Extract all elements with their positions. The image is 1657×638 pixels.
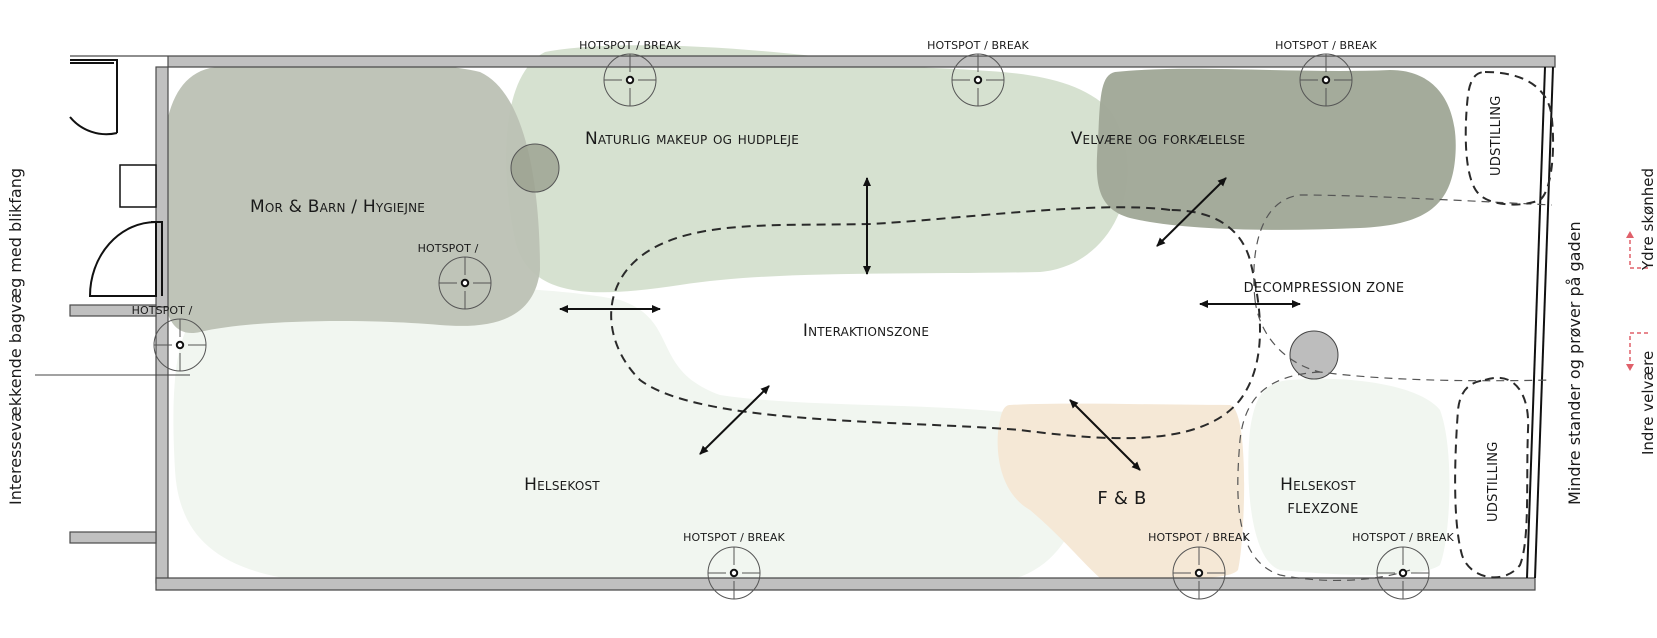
side-label-back-wall: Interessevækkende bagvæg med blikfang	[6, 168, 25, 505]
hotspot-label: HOTSPOT / BREAK	[683, 531, 785, 544]
zone-label-helsekost-flex: Helsekost	[1280, 475, 1356, 495]
hotspot-label: HOTSPOT /	[132, 304, 193, 317]
hotspot-marker: HOTSPOT / BREAK	[1148, 531, 1250, 600]
legend-outer-label: Ydre skønhed	[1639, 168, 1657, 271]
hotspot-marker: HOTSPOT / BREAK	[927, 39, 1029, 107]
arrow-diagonal-velvaere	[1156, 177, 1227, 247]
zone-label-fb: F & B	[1097, 488, 1146, 509]
hotspot-marker: HOTSPOT / BREAK	[579, 39, 681, 107]
arrow-diagonal-fb	[1069, 399, 1141, 471]
wall-bottom	[155, 577, 1536, 591]
front-glass-outer	[1534, 66, 1554, 579]
hotspot-center-icon	[1321, 75, 1331, 85]
zone-label-mor-barn: Mor & Barn / Hygiejne	[250, 197, 425, 217]
hotspot-marker: HOTSPOT /	[418, 242, 492, 310]
door-top	[69, 59, 118, 136]
hotspot-label: HOTSPOT / BREAK	[1148, 531, 1250, 544]
zone-helsekost-flex-shape	[1248, 378, 1450, 575]
hotspot-center-icon	[460, 278, 470, 288]
hotspot-center-icon	[1398, 568, 1408, 578]
legend-outer-arrow	[1626, 231, 1648, 269]
zone-naturlig-shape	[506, 45, 1128, 293]
fixture-box	[119, 164, 157, 208]
hotspot-center-icon	[973, 75, 983, 85]
hotspot-label: HOTSPOT / BREAK	[1352, 531, 1454, 544]
column-grey	[1289, 330, 1339, 380]
hotspot-marker: HOTSPOT /	[132, 304, 207, 372]
hotspot-center-icon	[625, 75, 635, 85]
arrow-diagonal-helsekost	[699, 385, 770, 455]
hotspot-center-icon	[729, 568, 739, 578]
zone-label-udstilling-top: UDSTILLING	[1489, 95, 1504, 176]
hotspot-label: HOTSPOT / BREAK	[927, 39, 1029, 52]
hotspot-center-icon	[1194, 568, 1204, 578]
zone-helsekost-shape	[173, 286, 1083, 585]
hotspot-marker: HOTSPOT / BREAK	[683, 531, 785, 600]
hotspot-marker: HOTSPOT / BREAK	[1275, 39, 1377, 107]
zone-label-interaktion: Interaktionszone	[803, 321, 929, 341]
hotspot-label: HOTSPOT /	[418, 242, 479, 255]
hotspot-label: HOTSPOT / BREAK	[579, 39, 681, 52]
udstilling-top-outline	[1464, 70, 1555, 206]
zone-label-velvaere: Velvære og forkælelse	[1071, 129, 1246, 149]
doors	[69, 59, 163, 297]
zone-label-naturlig: Naturlig makeup og hudpleje	[585, 129, 799, 149]
legend-inner-arrow	[1626, 332, 1648, 371]
hotspots: HOTSPOT / BREAK HOTSPOT / BREAK HOTSPOT / …	[132, 39, 1454, 600]
wall-stub-upper	[69, 304, 157, 317]
zone-sublabel-flexzone: FLEXZONE	[1287, 502, 1358, 517]
udstilling-bottom-outline	[1454, 377, 1530, 579]
circulation-decompression	[1237, 194, 1553, 582]
wall-top	[70, 55, 1556, 68]
column-dark	[510, 143, 560, 193]
door-mid	[88, 221, 163, 297]
wall-stub-lower	[69, 531, 157, 544]
front-glass-inner	[1526, 66, 1546, 579]
hotspot-label: HOTSPOT / BREAK	[1275, 39, 1377, 52]
hotspot-center-icon	[175, 340, 185, 350]
zone-label-helsekost: Helsekost	[524, 475, 600, 495]
zone-label-udstilling-bottom: UDSTILLING	[1486, 441, 1501, 522]
wall-left-lower	[155, 306, 169, 584]
zone-mor-barn-shape	[160, 60, 540, 334]
hotspot-marker: HOTSPOT / BREAK	[1352, 531, 1454, 600]
zone-fb-shape	[997, 403, 1245, 580]
zone-label-decompression: DECOMPRESSION ZONE	[1244, 281, 1405, 296]
legend: Ydre skønhed Indre velvære	[1626, 168, 1657, 455]
flow-arrows	[559, 177, 1301, 471]
legend-inner-label: Indre velvære	[1639, 351, 1657, 455]
side-label-street: Mindre stander og prøver på gaden	[1565, 221, 1584, 505]
